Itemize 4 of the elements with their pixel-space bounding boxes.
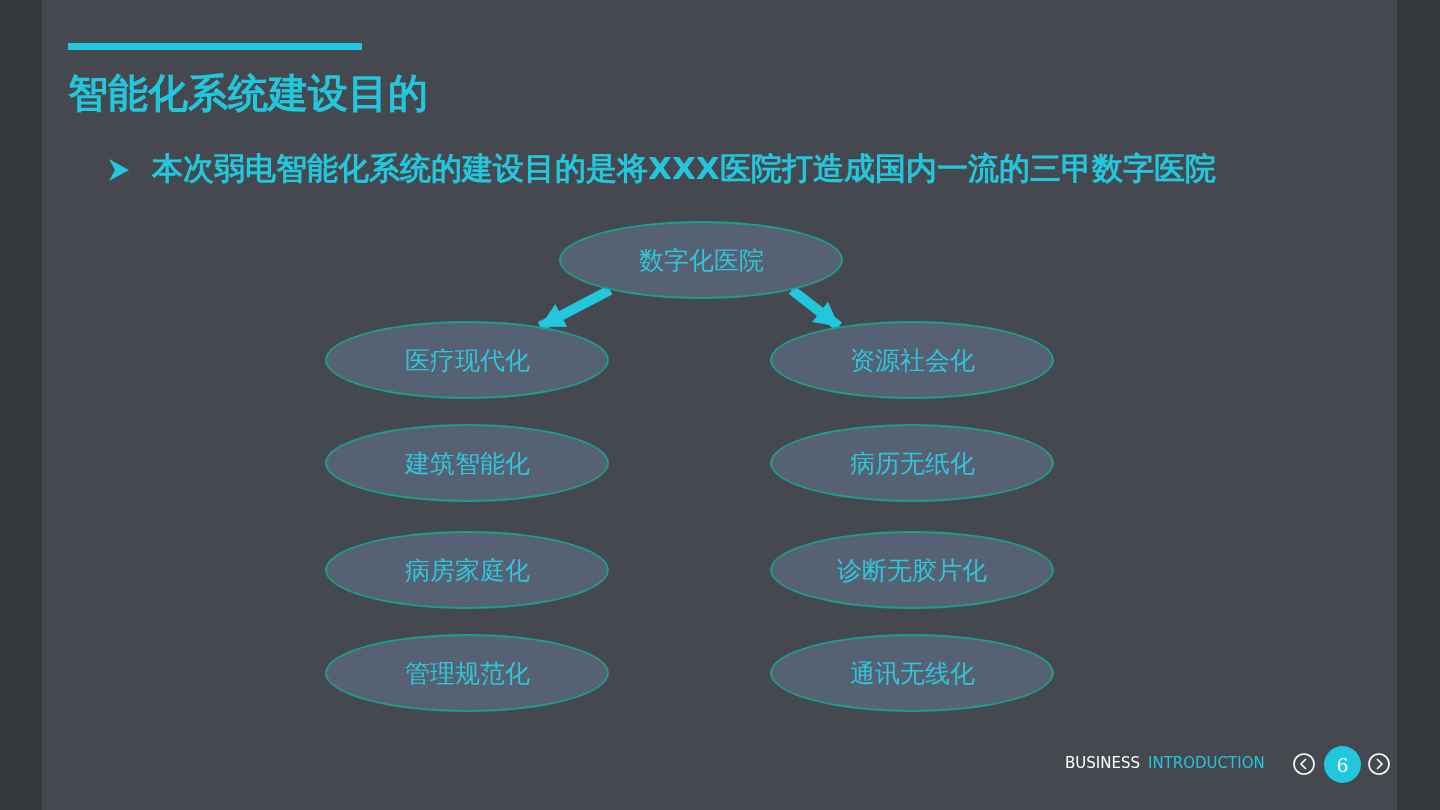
slide-title: 智能化系统建设目的 bbox=[68, 69, 428, 118]
bullet-text: 本次弱电智能化系统的建设目的是将XXX医院打造成国内一流的三甲数字医院 bbox=[152, 149, 1216, 188]
footer-text: INTRODUCTION bbox=[1148, 754, 1265, 772]
footer-text: BUSINESS bbox=[1065, 754, 1140, 772]
